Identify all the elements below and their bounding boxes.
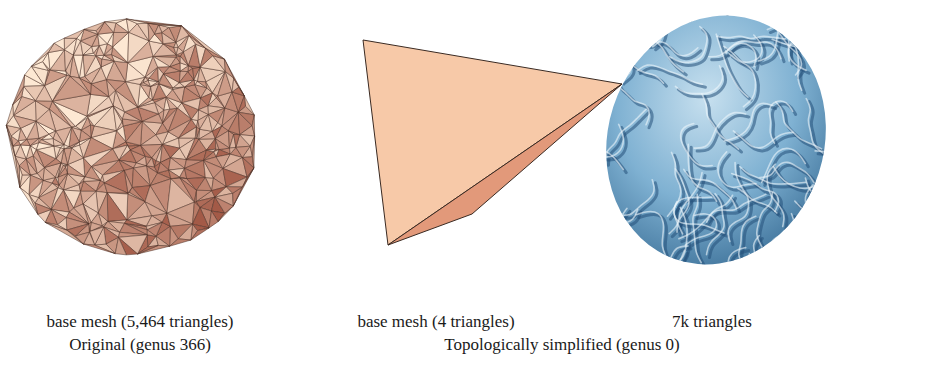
caption-label: Original (genus 366) xyxy=(69,335,211,355)
caption-label: base mesh (4 triangles) xyxy=(357,312,514,332)
caption-label: base mesh (5,464 triangles) xyxy=(47,312,234,332)
original-mesh xyxy=(6,19,254,255)
caption-label: 7k triangles xyxy=(672,312,752,332)
simplified-surface xyxy=(548,0,876,339)
tetrahedron-mesh xyxy=(363,40,622,245)
caption-label: Topologically simplified (genus 0) xyxy=(444,335,679,355)
